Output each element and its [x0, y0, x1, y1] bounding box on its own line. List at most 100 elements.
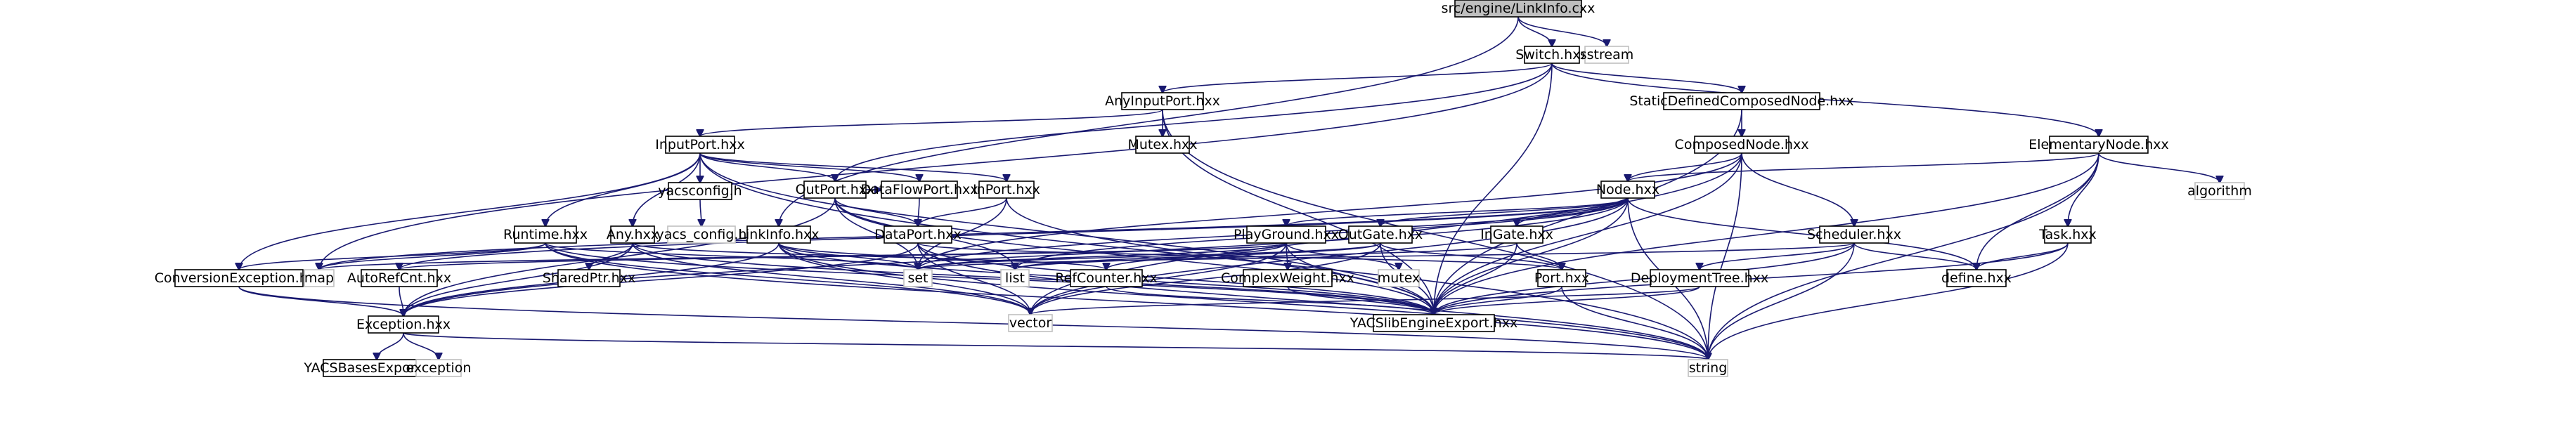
node-composed[interactable]: ComposedNode.hxx — [1675, 136, 1809, 154]
edge-root-to-sstream — [1517, 16, 1607, 46]
node-mutex: mutex — [1378, 269, 1420, 287]
edge-elementary-to-algorithm — [2098, 152, 2220, 183]
node-task[interactable]: Task.hxx — [2038, 225, 2097, 244]
node-label: ComplexWeight.hxx — [1221, 270, 1354, 286]
edge-outgate-to-list — [1015, 242, 1381, 270]
edge-node-to-define — [1627, 197, 1976, 270]
edges-layer — [238, 16, 2220, 360]
edge-dataport-to-port — [917, 242, 1562, 270]
node-dataflowport[interactable]: DataFlowPort.hxx — [861, 181, 978, 199]
edge-composed-to-set — [918, 152, 1742, 270]
node-linkinfo[interactable]: LinkInfo.hxx — [738, 225, 820, 244]
edge-node-to-vector — [1030, 197, 1629, 315]
node-yacslib[interactable]: YACSlibEngineExport.hxx — [1350, 314, 1518, 332]
edge-switch-to-map — [319, 63, 1553, 270]
edge-ingate-to-list — [1015, 242, 1517, 270]
node-label: yacsconfig.h — [658, 183, 742, 199]
edge-runtime-to-map — [319, 242, 546, 270]
node-box — [361, 269, 438, 287]
node-autorefcnt[interactable]: AutoRefCnt.hxx — [347, 269, 451, 287]
node-complexweight[interactable]: ComplexWeight.hxx — [1221, 269, 1354, 287]
edge-scheduler-to-deploymenttree — [1700, 242, 1855, 270]
node-dataport[interactable]: DataPort.hxx — [874, 225, 962, 244]
node-box — [1584, 46, 1629, 64]
node-box — [368, 315, 439, 334]
node-port[interactable]: Port.hxx — [1534, 269, 1589, 287]
node-label: AnyInputPort.hxx — [1105, 93, 1220, 109]
node-outport[interactable]: OutPort.hxx — [796, 181, 875, 199]
edge-node-to-playground — [1286, 197, 1629, 226]
node-box — [557, 269, 621, 287]
node-define[interactable]: define.hxx — [1941, 269, 2012, 287]
node-box — [1454, 0, 1582, 18]
node-exception_h[interactable]: Exception.hxx — [356, 315, 451, 334]
node-ingate[interactable]: InGate.hxx — [1480, 225, 1553, 244]
node-mutex_h[interactable]: Mutex.hxx — [1127, 136, 1198, 154]
node-switch[interactable]: Switch.hxx — [1515, 46, 1588, 64]
node-box — [1663, 92, 1820, 110]
node-label: Exception.hxx — [356, 317, 451, 332]
node-algorithm: algorithm — [2187, 182, 2252, 200]
node-yacsconfig[interactable]: yacsconfig.h — [658, 182, 742, 200]
node-box — [514, 225, 577, 244]
edge-playground-to-mutex — [1286, 242, 1399, 270]
node-label: PlayGround.hxx — [1234, 227, 1339, 242]
node-staticdef[interactable]: StaticDefinedComposedNode.hxx — [1629, 92, 1854, 110]
node-sharedptr[interactable]: SharedPtr.hxx — [543, 269, 635, 287]
node-any[interactable]: Any.hxx — [607, 225, 659, 244]
node-label: sstream — [1580, 47, 1633, 63]
node-box — [1819, 225, 1889, 244]
node-label: Runtime.hxx — [503, 227, 588, 242]
edge-playground-to-set — [918, 242, 1287, 270]
node-refcounter[interactable]: RefCounter.hxx — [1055, 269, 1158, 287]
edge-dataport-to-exception_h — [403, 242, 919, 316]
node-inport[interactable]: InPort.hxx — [973, 181, 1040, 199]
edge-runtime-to-string — [545, 242, 1708, 360]
node-label: algorithm — [2187, 183, 2252, 199]
node-label: DataFlowPort.hxx — [861, 182, 978, 197]
edge-task-to-define — [1976, 242, 2069, 270]
node-box — [668, 182, 732, 200]
node-label: Mutex.hxx — [1127, 137, 1197, 152]
edge-outgate-to-vector — [1030, 242, 1381, 315]
node-scheduler[interactable]: Scheduler.hxx — [1807, 225, 1901, 244]
node-label: StaticDefinedComposedNode.hxx — [1629, 93, 1853, 109]
node-map: map — [304, 269, 335, 287]
node-label: src/engine/LinkInfo.cxx — [1442, 1, 1596, 16]
edge-composed-to-string — [1708, 152, 1742, 360]
node-box — [2194, 182, 2245, 200]
node-runtime[interactable]: Runtime.hxx — [503, 225, 588, 244]
node-label: Switch.hxx — [1515, 47, 1588, 63]
node-yacsbases[interactable]: YACSBasesExport.hxx — [303, 359, 450, 377]
node-box — [1121, 92, 1204, 110]
node-box — [884, 225, 952, 244]
edge-outgate-to-port — [1380, 242, 1562, 270]
node-anyinputport[interactable]: AnyInputPort.hxx — [1105, 92, 1220, 110]
edge-inputport-to-any — [633, 152, 701, 226]
node-elementary[interactable]: ElementaryNode.hxx — [2028, 136, 2169, 154]
edge-runtime-to-conversionexc — [239, 242, 546, 270]
node-box — [610, 225, 655, 244]
edge-conversionexc-to-exception_h — [238, 286, 403, 316]
edge-task-to-string — [1708, 242, 2069, 360]
node-label: vector — [1009, 315, 1051, 331]
node-conversionexc[interactable]: ConversionException.hxx — [155, 269, 324, 287]
node-yacs_config: yacs_config.h — [656, 225, 746, 244]
node-box — [304, 269, 335, 287]
node-box — [665, 136, 735, 154]
node-node[interactable]: Node.hxx — [1596, 181, 1659, 199]
edge-anyinputport-to-string — [1162, 109, 1708, 360]
edge-root-to-switch — [1517, 16, 1552, 46]
node-outgate[interactable]: OutGate.hxx — [1338, 225, 1423, 244]
node-root[interactable]: src/engine/LinkInfo.cxx — [1442, 0, 1596, 18]
node-playground[interactable]: PlayGround.hxx — [1234, 225, 1339, 244]
node-box — [1650, 269, 1749, 287]
node-label: map — [304, 270, 334, 286]
node-label: SharedPtr.hxx — [543, 270, 635, 286]
node-box — [903, 269, 933, 287]
node-inputport[interactable]: InputPort.hxx — [655, 136, 745, 154]
node-set: set — [903, 269, 933, 287]
node-deploymenttree[interactable]: DeploymentTree.hxx — [1631, 269, 1768, 287]
node-box — [323, 359, 431, 377]
nodes-layer: src/engine/LinkInfo.cxxSwitch.hxxsstream… — [155, 0, 2252, 377]
